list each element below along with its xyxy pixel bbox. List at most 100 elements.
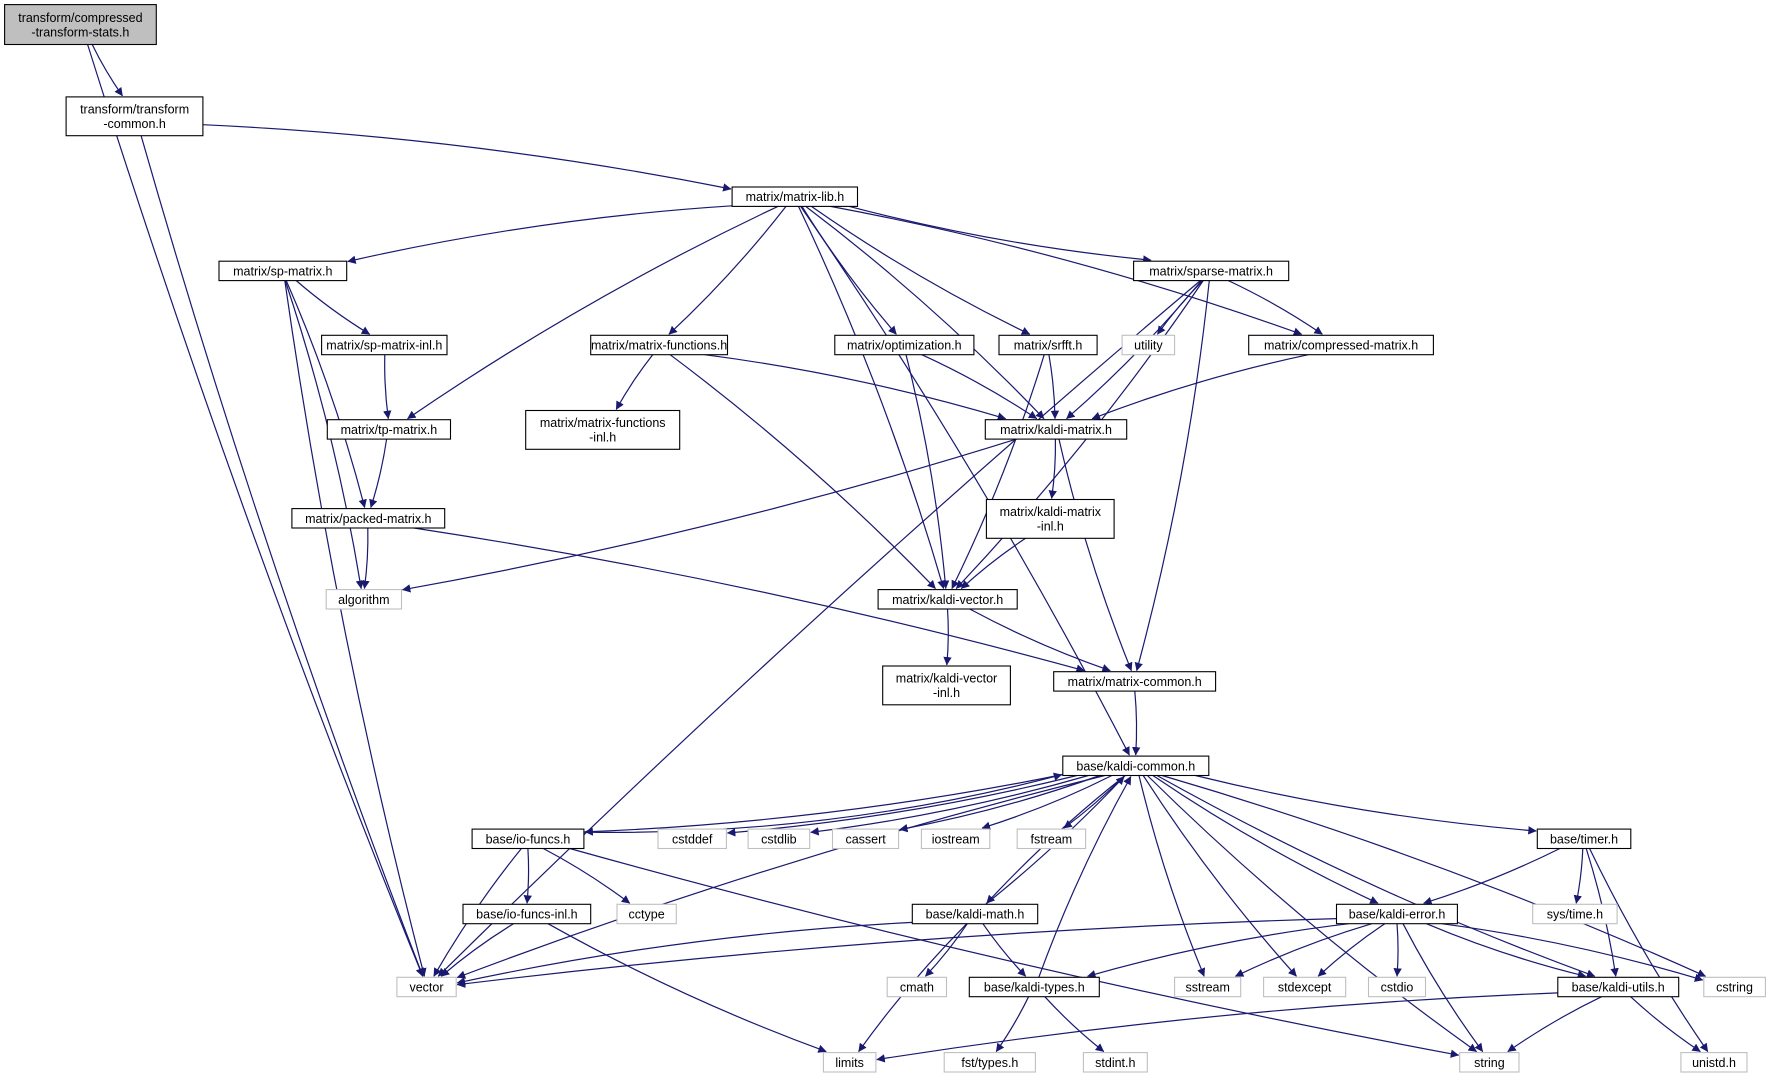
node-srfft[interactable]: matrix/srfft.h: [998, 334, 1098, 356]
edge-kcommon-to-kerror: [1152, 775, 1379, 904]
node-sp[interactable]: matrix/sp-matrix.h: [218, 260, 348, 282]
node-cstdio: cstdio: [1367, 976, 1427, 998]
node-mfunc[interactable]: matrix/matrix-functions.h: [590, 334, 729, 356]
node-label-packed: matrix/packed-matrix.h: [305, 512, 431, 526]
edge-mlib-to-compressed: [830, 205, 1303, 336]
node-box-packed: [291, 508, 446, 529]
node-unistd: unistd.h: [1680, 1052, 1748, 1073]
node-label-cstddef: cstddef: [672, 832, 713, 846]
edge-kmatrix-to-algorithm: [401, 438, 1017, 593]
node-timer[interactable]: base/timer.h: [1536, 828, 1632, 850]
node-iofuncs[interactable]: base/io-funcs.h: [471, 828, 585, 850]
node-box-string: [1459, 1052, 1520, 1073]
edge-timer-to-kerror: [1423, 847, 1561, 905]
edge-spinl-to-tp: [383, 354, 392, 420]
edge-ktypes-to-fsttypes: [995, 996, 1030, 1052]
edge-mlib-to-tp: [407, 205, 779, 420]
edge-kvector-to-mcommon: [969, 608, 1111, 673]
node-box-utility: [1121, 334, 1176, 356]
edge-sparse-to-mcommon: [1134, 280, 1210, 672]
node-box-vector: [396, 976, 457, 998]
node-kcommon[interactable]: base/kaldi-common.h: [1062, 755, 1210, 777]
node-label-fsttypes: fst/types.h: [961, 1056, 1018, 1070]
edge-kmatrix-to-mcommon: [1058, 438, 1133, 672]
node-algorithm: algorithm: [325, 589, 403, 610]
node-mcommon[interactable]: matrix/matrix-common.h: [1053, 671, 1217, 692]
node-box-iostream: [920, 828, 991, 850]
node-label-mlib: matrix/matrix-lib.h: [746, 190, 845, 204]
edge-ktypes-to-kcommon: [1038, 776, 1132, 978]
node-box-cassert: [831, 828, 900, 850]
edge-optim-to-kmatrix: [921, 354, 1038, 420]
node-root[interactable]: transform/compressed-transform-stats.h: [4, 4, 157, 46]
edge-kcommon-to-iofuncs: [584, 773, 1063, 836]
node-kutils[interactable]: base/kaldi-utils.h: [1557, 976, 1680, 998]
node-sparse[interactable]: matrix/sparse-matrix.h: [1133, 260, 1290, 282]
edge-mfunc-to-kvector: [669, 354, 936, 590]
node-box-kerror: [1335, 903, 1458, 925]
node-box-srfft: [998, 334, 1098, 356]
edge-tp-to-packed: [369, 439, 388, 509]
node-label-sstream: sstream: [1185, 981, 1229, 995]
node-label-cassert: cassert: [845, 832, 886, 846]
node-box-optim: [834, 334, 975, 356]
node-packed[interactable]: matrix/packed-matrix.h: [291, 508, 446, 529]
edges-layer: [87, 44, 1709, 1063]
node-label-cstdio: cstdio: [1381, 981, 1414, 995]
edge-iofinl-to-vector: [440, 923, 514, 977]
node-label-kcommon: base/kaldi-common.h: [1076, 759, 1195, 773]
edge-mcommon-to-kcommon: [1132, 691, 1141, 756]
node-compressed[interactable]: matrix/compressed-matrix.h: [1248, 334, 1434, 356]
node-label-kerror: base/kaldi-error.h: [1349, 908, 1446, 922]
node-box-compressed: [1248, 334, 1434, 356]
edge-srfft-to-kmatrix: [1048, 354, 1060, 420]
node-box-timer: [1536, 828, 1632, 850]
edge-kutils-to-unistd: [1630, 996, 1701, 1053]
edge-compressed-to-kmatrix: [1091, 354, 1309, 420]
node-optim[interactable]: matrix/optimization.h: [834, 334, 975, 356]
node-mlib[interactable]: matrix/matrix-lib.h: [731, 186, 859, 207]
node-label-mfuncinl: matrix/matrix-functions: [540, 416, 666, 430]
node-label-sparse: matrix/sparse-matrix.h: [1149, 264, 1273, 278]
node-label-root: -transform-stats.h: [31, 25, 129, 39]
node-label-limits: limits: [835, 1056, 863, 1070]
edge-mlib-to-srfft: [811, 205, 1031, 335]
node-kvector[interactable]: matrix/kaldi-vector.h: [877, 589, 1018, 610]
node-label-kmatinl: -inl.h: [1037, 520, 1064, 534]
node-string: string: [1459, 1052, 1520, 1073]
node-tcommon[interactable]: transform/transform-common.h: [65, 96, 204, 137]
node-label-tcommon: -common.h: [103, 117, 166, 131]
node-mfuncinl[interactable]: matrix/matrix-functions-inl.h: [525, 409, 681, 450]
node-fsttypes: fst/types.h: [943, 1052, 1036, 1073]
node-box-sp: [218, 260, 348, 282]
edge-kerror-to-stdexcept: [1317, 923, 1386, 977]
node-label-utility: utility: [1134, 339, 1163, 353]
node-spinl[interactable]: matrix/sp-matrix-inl.h: [321, 334, 448, 356]
node-label-cmath: cmath: [900, 981, 934, 995]
node-label-tp: matrix/tp-matrix.h: [341, 423, 438, 437]
edge-mlib-to-kmatrix: [805, 205, 1045, 420]
node-label-timer: base/timer.h: [1550, 832, 1618, 846]
edge-kutils-to-string: [1507, 996, 1602, 1053]
node-box-cctype: [616, 903, 677, 925]
node-kmatinl[interactable]: matrix/kaldi-matrix-inl.h: [985, 498, 1115, 539]
node-iofinl[interactable]: base/io-funcs-inl.h: [462, 903, 592, 925]
node-ktypes[interactable]: base/kaldi-types.h: [968, 976, 1100, 998]
edge-mlib-to-sparse: [849, 205, 1152, 264]
node-cassert: cassert: [831, 828, 900, 850]
node-label-cstring: cstring: [1716, 981, 1753, 995]
node-kerror[interactable]: base/kaldi-error.h: [1335, 903, 1458, 925]
edge-kerror-to-ktypes: [1087, 923, 1349, 979]
edge-kerror-to-vector: [456, 918, 1337, 988]
node-label-srfft: matrix/srfft.h: [1014, 339, 1083, 353]
edge-kcommon-to-vector: [456, 774, 1105, 979]
node-kvecinl[interactable]: matrix/kaldi-vector-inl.h: [882, 665, 1011, 706]
node-box-stdint: [1082, 1052, 1148, 1073]
node-box-iofinl: [462, 903, 592, 925]
node-kmatrix[interactable]: matrix/kaldi-matrix.h: [984, 419, 1128, 440]
node-box-systime: [1532, 903, 1618, 925]
node-tp[interactable]: matrix/tp-matrix.h: [326, 419, 452, 440]
edge-kmatrix-to-kmatinl: [1048, 439, 1057, 499]
nodes-layer: transform/compressed-transform-stats.h tr…: [4, 4, 1766, 1073]
node-kmath[interactable]: base/kaldi-math.h: [911, 903, 1039, 925]
